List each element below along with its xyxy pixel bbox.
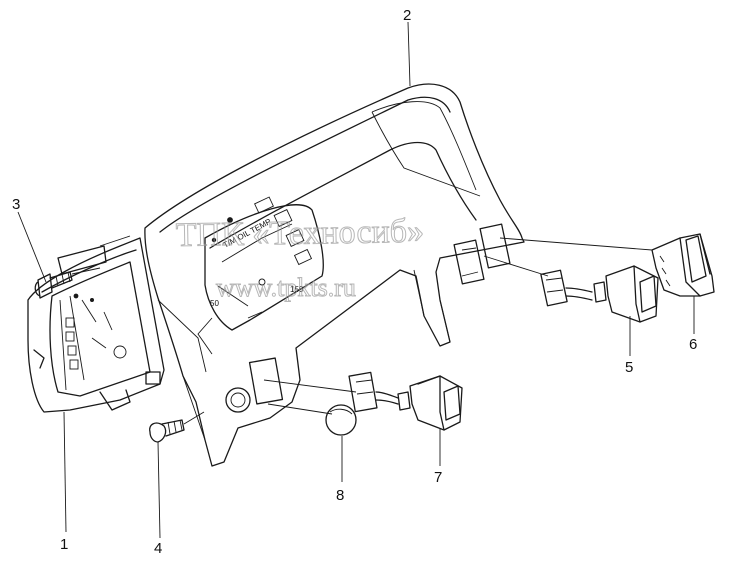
callout-4: 4 [154, 540, 162, 557]
callout-7: 7 [434, 469, 442, 486]
callout-2: 2 [403, 7, 411, 24]
switch-7 [348, 371, 463, 431]
callout-6: 6 [689, 336, 697, 353]
assembly-lines [71, 237, 653, 425]
callout-1: 1 [60, 536, 68, 553]
callout-3: 3 [12, 196, 20, 213]
plug-cap-8 [325, 404, 357, 436]
screw-3 [34, 271, 73, 299]
watermark: ТПК «Техносиб» www.tpkts.ru [175, 212, 425, 302]
switch-5 [540, 265, 659, 323]
callout-5: 5 [625, 359, 633, 376]
scale-low-label: 50 [210, 299, 219, 308]
scale-high-label: 150 [290, 285, 304, 294]
switch-6 [651, 233, 715, 297]
callout-8: 8 [336, 487, 344, 504]
callout-leaders [17, 21, 695, 539]
screw-4 [149, 419, 185, 443]
meter-assembly [27, 235, 165, 413]
watermark-line1: ТПК «Техносиб» [175, 213, 424, 254]
watermark-line2: www.tpkts.ru [216, 273, 356, 302]
